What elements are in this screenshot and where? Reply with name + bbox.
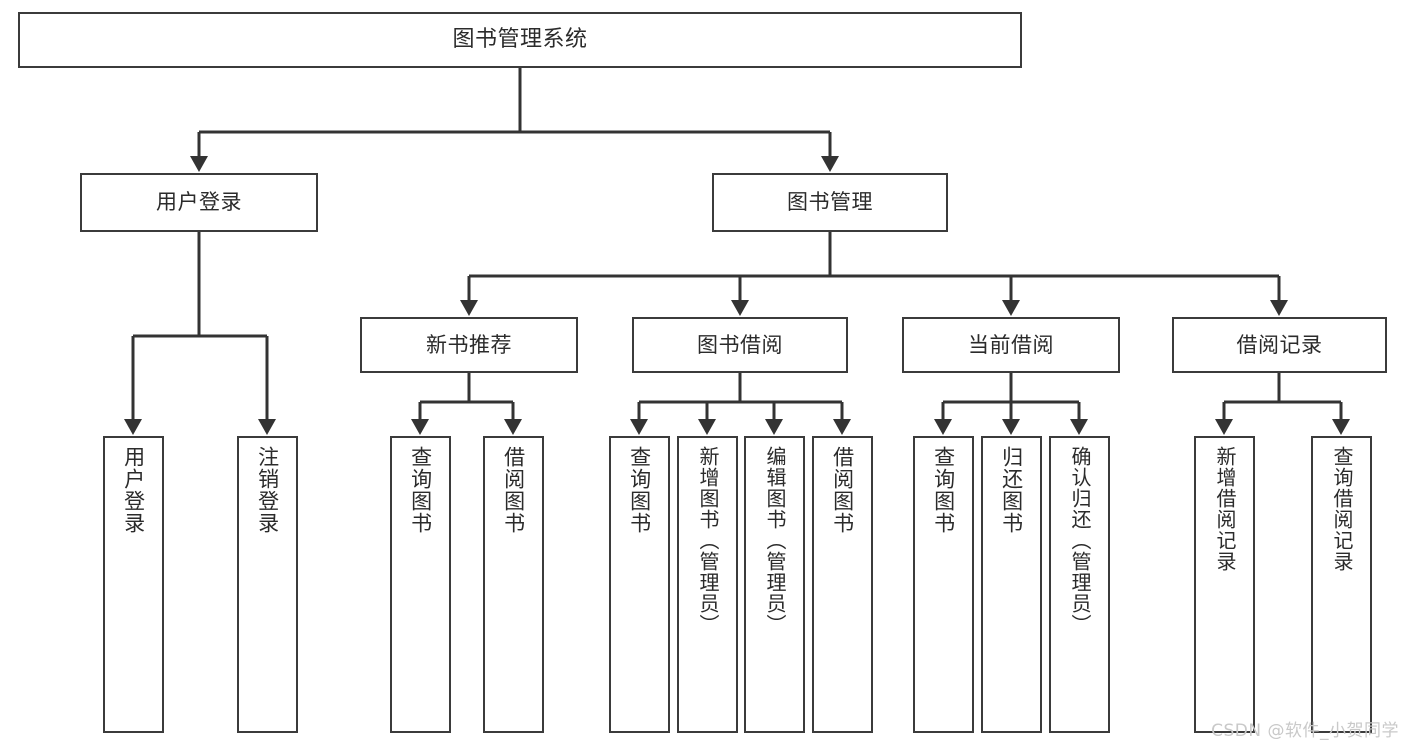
arrowhead-bb-3	[765, 419, 783, 435]
leaf-label: 查询图书	[627, 446, 652, 534]
arrowhead-br-2	[1332, 419, 1350, 435]
leaf-label: 确认归还（管理员）	[1068, 446, 1092, 635]
arrowhead-ul-1	[124, 419, 142, 435]
leaf-new-book-query[interactable]: 查询图书	[390, 436, 451, 733]
node-root-book-management-system[interactable]: 图书管理系统	[18, 12, 1022, 68]
arrowheads	[124, 156, 1350, 435]
leaf-new-book-borrow[interactable]: 借阅图书	[483, 436, 544, 733]
leaf-user-login-logout[interactable]: 注销登录	[237, 436, 298, 733]
leaf-current-borrow-return[interactable]: 归还图书	[981, 436, 1042, 733]
arrowhead-current-borrow	[1002, 300, 1020, 316]
arrowhead-br-1	[1215, 419, 1233, 435]
leaf-label: 新增图书（管理员）	[696, 446, 720, 635]
leaf-label: 查询图书	[408, 446, 433, 534]
arrowhead-cb-1	[934, 419, 952, 435]
node-user-login[interactable]: 用户登录	[80, 173, 318, 232]
leaf-label: 查询图书	[931, 446, 956, 534]
leaf-label: 用户登录	[121, 446, 146, 534]
node-current-borrow[interactable]: 当前借阅	[902, 317, 1120, 373]
arrowhead-nb-1	[411, 419, 429, 435]
leaf-user-login-login[interactable]: 用户登录	[103, 436, 164, 733]
node-borrow-record[interactable]: 借阅记录	[1172, 317, 1387, 373]
arrowhead-bb-1	[630, 419, 648, 435]
node-label: 图书管理	[787, 190, 873, 215]
leaf-label: 新增借阅记录	[1213, 446, 1237, 572]
leaf-book-borrow-query[interactable]: 查询图书	[609, 436, 670, 733]
arrowhead-book-borrow	[731, 300, 749, 316]
leaf-borrow-record-query[interactable]: 查询借阅记录	[1311, 436, 1372, 733]
node-label: 当前借阅	[968, 332, 1054, 357]
leaf-label: 编辑图书（管理员）	[763, 446, 787, 635]
arrowhead-cb-2	[1002, 419, 1020, 435]
arrowhead-nb-2	[504, 419, 522, 435]
node-label: 图书管理系统	[452, 27, 588, 53]
leaf-current-borrow-confirm-admin[interactable]: 确认归还（管理员）	[1049, 436, 1110, 733]
node-new-book-recommend[interactable]: 新书推荐	[360, 317, 578, 373]
csdn-watermark: CSDN @软件_小贺同学	[1211, 721, 1399, 741]
node-label: 图书借阅	[697, 332, 783, 357]
node-book-management[interactable]: 图书管理	[712, 173, 948, 232]
leaf-label: 借阅图书	[830, 446, 855, 534]
node-book-borrow[interactable]: 图书借阅	[632, 317, 848, 373]
node-label: 借阅记录	[1236, 332, 1323, 357]
leaf-current-borrow-query[interactable]: 查询图书	[913, 436, 974, 733]
arrowhead-cb-3	[1070, 419, 1088, 435]
arrowhead-borrow-record	[1270, 300, 1288, 316]
arrowhead-bb-4	[833, 419, 851, 435]
arrowhead-user-login	[190, 156, 208, 172]
leaf-borrow-record-add[interactable]: 新增借阅记录	[1194, 436, 1255, 733]
leaf-book-borrow-edit-admin[interactable]: 编辑图书（管理员）	[744, 436, 805, 733]
leaf-label: 注销登录	[255, 446, 280, 534]
node-label: 新书推荐	[426, 332, 512, 357]
leaf-book-borrow-add-admin[interactable]: 新增图书（管理员）	[677, 436, 738, 733]
arrowhead-bb-2	[698, 419, 716, 435]
leaf-book-borrow-borrow[interactable]: 借阅图书	[812, 436, 873, 733]
arrowhead-book-manage	[821, 156, 839, 172]
arrowhead-ul-2	[258, 419, 276, 435]
leaf-label: 借阅图书	[501, 446, 526, 534]
arrowhead-new-book	[460, 300, 478, 316]
leaf-label: 查询借阅记录	[1330, 446, 1354, 572]
leaf-label: 归还图书	[999, 446, 1024, 534]
node-label: 用户登录	[156, 190, 242, 215]
